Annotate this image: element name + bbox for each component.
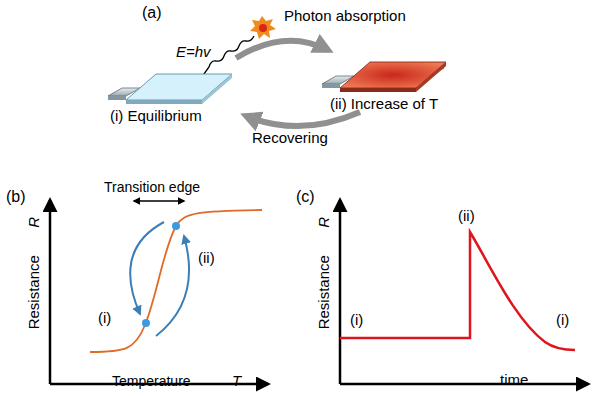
heating-arrow xyxy=(156,236,189,336)
state-dot xyxy=(142,319,150,327)
panel-letter: (b) xyxy=(6,188,26,206)
cycle-arrow xyxy=(246,112,360,126)
state-label: (ii) xyxy=(458,208,475,225)
panel-letter: (c) xyxy=(296,188,315,206)
transition-range xyxy=(134,200,184,201)
state-label: (i) xyxy=(350,312,363,329)
state-label: (i) xyxy=(98,310,111,327)
photon-icon xyxy=(250,16,276,39)
energy-formula: E=hv xyxy=(176,44,211,61)
range-label: Transition edge xyxy=(104,180,200,195)
axis-symbol: T xyxy=(232,373,241,390)
state-label: (ii) xyxy=(198,250,215,267)
panel-b-axes xyxy=(50,200,268,384)
cycle-arrow xyxy=(236,41,328,58)
axis-symbol: R xyxy=(26,217,43,228)
state-label: (i) xyxy=(556,312,569,329)
state-label: (i) Equilibrium xyxy=(110,108,202,125)
state-label: (ii) Increase of T xyxy=(330,96,438,113)
axis-title: time xyxy=(500,372,528,389)
panel-letter: (a) xyxy=(142,4,162,22)
axis-symbol: R xyxy=(316,217,333,228)
axis-title: Resistance xyxy=(316,255,333,329)
axis-title: Temperature xyxy=(112,374,191,389)
resistance-trace xyxy=(340,232,575,350)
photon-label: Photon absorption xyxy=(284,8,406,25)
detector-hot xyxy=(322,62,446,92)
axis-title: Resistance xyxy=(26,255,43,329)
process-label: Recovering xyxy=(252,130,328,147)
detector-cold xyxy=(108,74,232,104)
cooling-arrow xyxy=(130,222,164,314)
panel-c-axes xyxy=(340,200,588,384)
transition-curve xyxy=(90,210,262,352)
state-dot xyxy=(172,222,180,230)
